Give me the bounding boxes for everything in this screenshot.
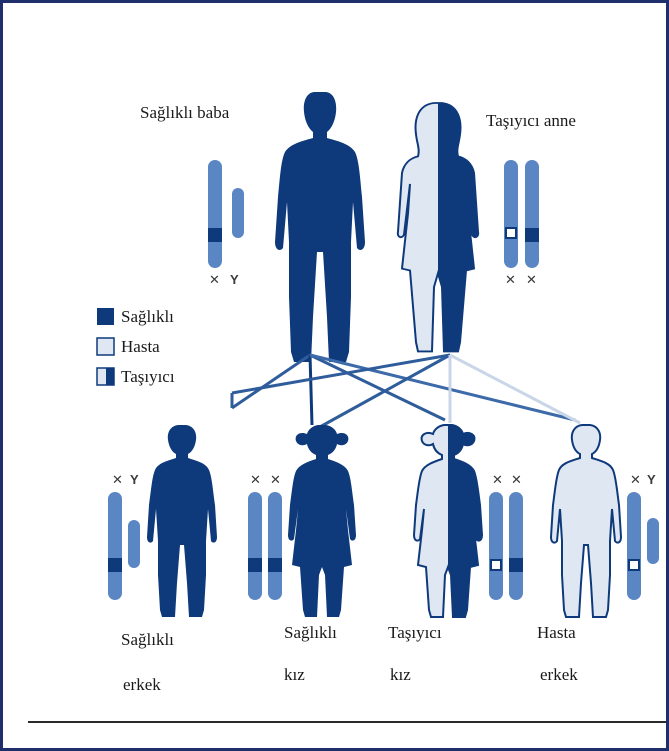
x-mark: ✕ [511,472,522,487]
child-2-label-line2: kız [284,665,305,684]
affected-gene-band [629,560,639,570]
healthy-gene-band [268,558,282,572]
legend-label-healthy: Sağlıklı [121,307,174,326]
x-mark: ✕ [270,472,281,487]
inheritance-lines [232,355,580,428]
x-chromosome [504,160,518,268]
y-mark: Y [647,472,656,487]
x-mark: ✕ [630,472,641,487]
x-mark: ✕ [112,472,123,487]
child-healthy-daughter: ✕ ✕ [248,425,356,617]
father-label: Sağlıklı baba [140,103,230,122]
legend-label-affected: Hasta [121,337,160,356]
x-mark: ✕ [250,472,261,487]
x-chromosome [208,160,222,268]
line [450,355,580,423]
affected-gene-band [506,228,516,238]
x-chromosome [108,492,122,600]
healthy-gene-band [248,558,262,572]
x-chromosome [627,492,641,600]
child-healthy-son: ✕ Y [108,425,217,617]
x-chromosome [525,160,539,268]
line [310,355,445,420]
child-1-label-line2: erkek [123,675,161,694]
child-affected-son: ✕ Y [551,425,659,617]
child-3-label-line1: Taşıyıcı [388,623,442,642]
child-1-label-line1: Sağlıklı [121,630,174,649]
child-2-label-line1: Sağlıklı [284,623,337,642]
child-carrier-daughter: ✕ ✕ [414,425,523,617]
legend-swatch-affected [97,338,114,355]
healthy-gene-band [509,558,523,572]
x-chromosome [268,492,282,600]
mother-figure [398,103,478,351]
x-chromosome [489,492,503,600]
legend-label-carrier: Taşıyıcı [121,367,175,386]
child-3-label-line2: kız [390,665,411,684]
father-figure [275,92,365,362]
x-mark: ✕ [505,272,516,287]
father-chromosomes: ✕ Y [208,160,244,287]
child-4-label-line2: erkek [540,665,578,684]
child-4-label-line1: Hasta [537,623,576,642]
x-chromosome [509,492,523,600]
legend-swatch-carrier-half [106,368,114,385]
y-mark: Y [130,472,139,487]
healthy-gene-band [208,228,222,242]
y-mark: Y [230,272,239,287]
x-mark: ✕ [209,272,220,287]
legend-swatch-healthy [97,308,114,325]
y-chromosome [128,520,140,568]
y-chromosome [647,518,659,564]
healthy-gene-band [108,558,122,572]
mother-chromosomes: ✕ ✕ [504,160,539,287]
mother-label: Taşıyıcı anne [486,111,576,130]
affected-gene-band [491,560,501,570]
line [310,355,312,425]
x-mark: ✕ [526,272,537,287]
legend: Sağlıklı Hasta Taşıyıcı [97,307,175,386]
y-chromosome [232,188,244,238]
x-chromosome [248,492,262,600]
healthy-gene-band [525,228,539,242]
x-mark: ✕ [492,472,503,487]
